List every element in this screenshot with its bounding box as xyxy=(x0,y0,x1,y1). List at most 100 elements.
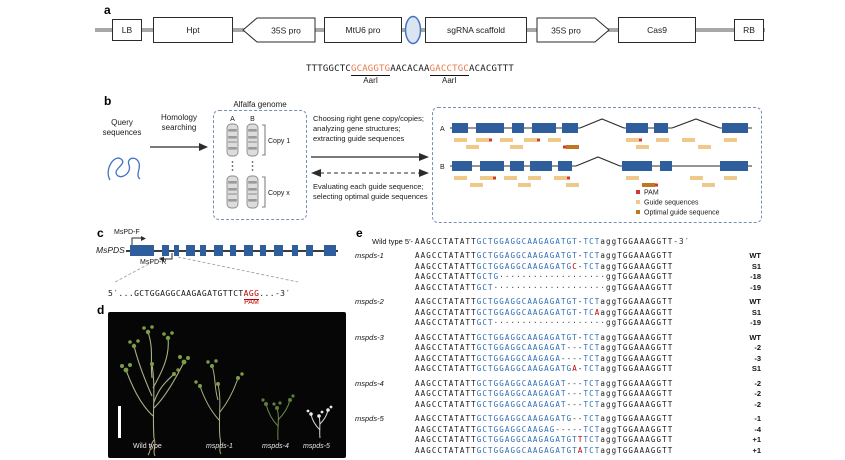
dna-sequence: AAGCCTATATTGCTGGAGGCAAGAGATGT-TCTaggTGGA… xyxy=(415,237,690,246)
chromosome-a-label: A xyxy=(230,116,235,123)
exon xyxy=(174,245,179,256)
seq-segment: AAGCCTATATT xyxy=(415,272,477,282)
legend-pam-swatch xyxy=(636,190,640,194)
seq-segment: agg xyxy=(600,261,618,271)
sequence-segment: 5′...GCTGGAGGCAAGAGATGTTCT xyxy=(108,289,244,298)
lb-label: LB xyxy=(121,25,133,35)
seq-segment: agg xyxy=(600,435,618,445)
seq-segment: TGGAAAGGTT xyxy=(617,307,674,317)
aarI-enzyme-label: AarI xyxy=(363,76,378,85)
seq-segment: GCTGGAGGCAAGAGATGT xyxy=(476,435,578,445)
dna-sequence: AAGCCTATATTGCTGGAGGCAAGAGATG--TCTaggTGGA… xyxy=(415,414,673,423)
indel-annotation: -19 xyxy=(750,318,761,328)
seq-segment: ···················· xyxy=(493,282,606,292)
seq-segment: TGGAAAGGTT xyxy=(617,414,674,424)
seq-segment: AAGCCTATATT xyxy=(415,307,477,317)
legend-optimal-swatch xyxy=(636,210,640,214)
seq-segment: AAGCCTATATT xyxy=(415,282,477,292)
evaluating-text: Evaluating each guide sequence; selectin… xyxy=(313,182,428,201)
gene-a-label: A xyxy=(440,126,445,133)
plant-wild-type xyxy=(120,325,190,457)
plants-photo xyxy=(108,312,346,458)
row-label: mspds-5 xyxy=(355,414,384,424)
indel-annotation: WT xyxy=(749,332,761,342)
seq-segment: --- xyxy=(566,378,584,388)
seq-segment: gg xyxy=(605,272,618,282)
sequence-row: AAGCCTATATTGCT····················ggTGGA… xyxy=(355,318,763,329)
choosing-text: Choosing right gene copy/copies; analyzi… xyxy=(313,114,424,143)
seq-segment: GCT xyxy=(476,282,494,292)
sequence-row: mspds-5 AAGCCTATATTGCTGGAGGCAAGAGATG--TCT… xyxy=(355,414,763,425)
pam-label: PAM xyxy=(244,299,259,306)
seq-segment: AAGCCTATATT xyxy=(415,364,477,374)
seq-segment: AAGCCTATATT xyxy=(415,399,477,409)
zoom-dashed-lines xyxy=(114,256,299,283)
plant-label-wild-type: Wild type xyxy=(133,443,162,450)
primer-f-arrow xyxy=(131,236,146,245)
exon xyxy=(260,245,266,256)
exon xyxy=(274,245,283,256)
seq-segment: TCT xyxy=(583,424,601,434)
gene-b-guide-bars xyxy=(454,176,737,187)
seq-segment: AAGCCTATATT xyxy=(415,424,477,434)
sequence-row: AAGCCTATATTGCTGGAGGCAAGAGAT---TCTaggTGGA… xyxy=(355,343,763,354)
homology-arrow xyxy=(150,143,208,151)
panel-c-label: c xyxy=(97,226,104,240)
three-prime-label: -3′ xyxy=(673,236,691,246)
seq-segment: --- xyxy=(566,399,584,409)
dna-sequence: AAGCCTATATTGCTGGAGGCAAGAGATGTTTCTaggTGGA… xyxy=(415,435,673,444)
seq-segment: TCT xyxy=(583,332,601,342)
plant-mspds-1 xyxy=(194,359,244,455)
exon xyxy=(162,245,169,256)
copy1-label: Copy 1 xyxy=(268,138,290,145)
seq-segment: GCTGGAGGCAAGAGATGT xyxy=(476,251,578,261)
dna-sequence: AAGCCTATATTGCTGGAGGCAAGAGAT---TCTaggTGGA… xyxy=(415,343,673,352)
dna-sequence: AAGCCTATATTGCTGGAGGCAAGAGATGC-TCTaggTGGA… xyxy=(415,262,673,271)
gene-models-diagram: A B xyxy=(440,118,752,217)
panel-a-label: a xyxy=(104,3,111,17)
seq-segment: TCT xyxy=(583,435,601,445)
seq-segment: TC xyxy=(583,307,595,317)
guide-cloning-site-ellipse xyxy=(404,15,422,45)
analysis-arrow xyxy=(311,153,429,161)
exon xyxy=(186,245,195,256)
seq-segment: GCTGGAGGCAAGAGAT xyxy=(476,399,567,409)
exon xyxy=(306,245,313,256)
legend-optimal-label: Optimal guide sequence xyxy=(644,210,720,217)
rb-label: RB xyxy=(743,25,755,35)
seq-segment: C xyxy=(572,261,578,271)
row-label: mspds-4 xyxy=(355,378,384,388)
seq-segment: --- xyxy=(566,343,584,353)
seq-segment: TCT xyxy=(583,236,601,246)
seq-segment: AAGCCTATATT xyxy=(415,236,477,246)
p35s-left-arrow: 35S pro xyxy=(242,17,316,43)
seq-segment: AAGCCTATATT xyxy=(415,353,477,363)
seq-segment: agg xyxy=(600,332,618,342)
seq-segment: TCT xyxy=(583,399,601,409)
seq-segment: TCT xyxy=(583,353,601,363)
primer-f-label: MsPD-F xyxy=(114,229,140,236)
plant-label-mspds-5: mspds-5 xyxy=(303,443,330,450)
cas9-label: Cas9 xyxy=(647,25,667,35)
dna-sequence: AAGCCTATATTGCTGGAGGCAAGAGATGT-TCTaggTGGA… xyxy=(415,297,673,306)
plants-illustration xyxy=(118,325,333,457)
seq-segment: TGGAAAGGTT xyxy=(617,282,674,292)
seq-segment: agg xyxy=(600,297,618,307)
seq-segment: AAGCCTATATT xyxy=(415,343,477,353)
cas9-box: Cas9 xyxy=(618,17,696,43)
legend-guides-label: Guide sequences xyxy=(644,200,699,207)
sequence-row: AAGCCTATATTGCTGGAGGCAAGAGATGTTTCTaggTGGA… xyxy=(355,435,763,446)
sequence-row: AAGCCTATATTGCTGGAGGCAAGAGATGT-TCAaggTGGA… xyxy=(355,307,763,318)
dna-sequence: AAGCCTATATTGCT····················ggTGGA… xyxy=(415,283,673,292)
indel-annotation: S1 xyxy=(751,261,761,271)
seq-segment: GCTGGAGGCAAGAG xyxy=(476,424,556,434)
seq-segment: agg xyxy=(600,251,618,261)
seq-segment: A xyxy=(594,307,601,317)
dna-sequence: AAGCCTATATTGCTGGAGGCAAGAGAT---TCTaggTGGA… xyxy=(415,389,673,398)
seq-segment: agg xyxy=(600,343,618,353)
seq-segment: TGGAAAGGTT xyxy=(617,297,674,307)
dna-sequence: AAGCCTATATTGCT····················ggTGGA… xyxy=(415,318,673,327)
